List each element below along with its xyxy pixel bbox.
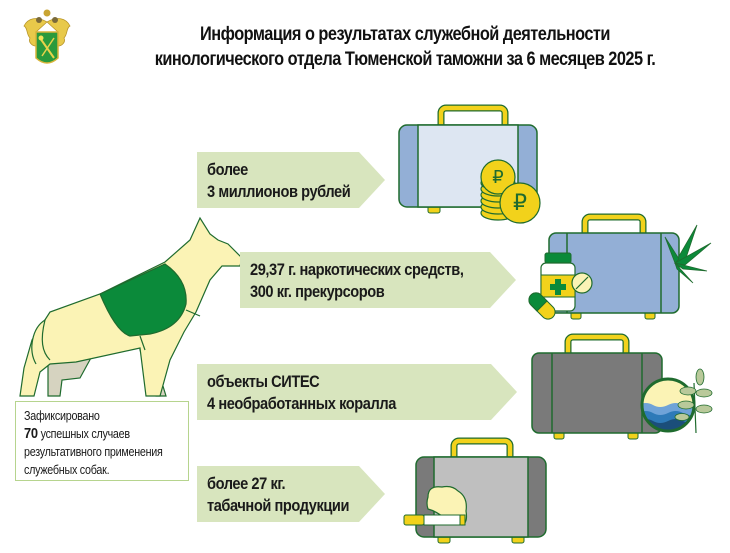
summary-line-2-text: успешных случаев — [37, 427, 131, 441]
page-title: Информация о результатах служебной деяте… — [143, 22, 668, 72]
svg-text:₽: ₽ — [513, 191, 527, 216]
summary-line-1: Зафиксировано — [24, 409, 100, 423]
customs-emblem-icon — [23, 9, 71, 64]
title-line-1: Информация о результатах служебной деяте… — [200, 24, 610, 45]
banner-line-2: табачной продукции — [207, 496, 350, 515]
suitcase-cites-icon — [531, 333, 713, 440]
title-line-2: кинологического отдела Тюменской таможни… — [154, 49, 656, 70]
banner-line-1: 29,37 г. наркотических средств, — [250, 260, 464, 279]
banner-line-2: 3 миллионов рублей — [207, 182, 351, 201]
summary-box: Зафиксировано 70 успешных случаев резуль… — [15, 401, 189, 481]
result-banner-money: более 3 миллионов рублей — [197, 152, 385, 208]
suitcase-rubles-icon: ₽ ₽ — [398, 104, 541, 224]
result-banner-tobacco: более 27 кг. табачной продукции — [197, 466, 385, 522]
service-dog-illustration — [19, 216, 243, 397]
result-banner-drugs: 29,37 г. наркотических средств, 300 кг. … — [240, 252, 516, 308]
svg-text:₽: ₽ — [492, 167, 503, 188]
banner-line-1: более — [207, 160, 248, 179]
suitcase-tobacco-icon — [403, 437, 547, 544]
suitcase-drugs-icon — [528, 213, 712, 320]
banner-line-2: 300 кг. прекурсоров — [250, 282, 385, 301]
summary-count: 70 — [24, 425, 38, 442]
summary-line-2: 70 успешных случаев — [24, 425, 165, 443]
banner-line-1: объекты СИТЕС — [207, 372, 320, 391]
summary-line-3: результативного применения — [24, 445, 163, 459]
banner-line-1: более 27 кг. — [207, 474, 286, 493]
summary-line-4: служебных собак. — [24, 463, 110, 477]
dog-vest — [99, 263, 187, 337]
banner-line-2: 4 необработанных коралла — [207, 394, 396, 413]
result-banner-cites: объекты СИТЕС 4 необработанных коралла — [197, 364, 517, 420]
